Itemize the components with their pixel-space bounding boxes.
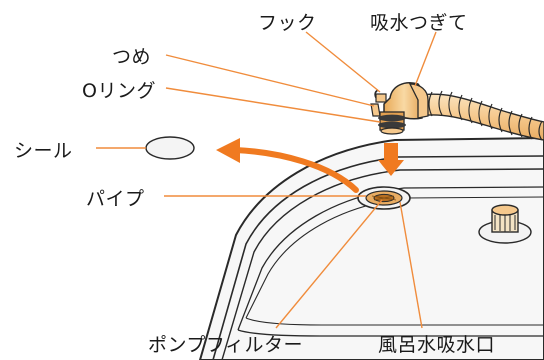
- bath-intake-port: [357, 186, 411, 210]
- leader-o-ring: [165, 87, 381, 123]
- label-o-ring: Oリング: [82, 80, 156, 102]
- label-pipe: パイプ: [86, 188, 145, 210]
- removal-arrow: [216, 138, 359, 193]
- label-hook: フック: [258, 12, 317, 34]
- seal-shape: [145, 136, 195, 160]
- drain-cap: [478, 204, 532, 244]
- label-intake-joint: 吸水つぎて: [370, 12, 468, 34]
- insert-arrow: [378, 143, 404, 176]
- intake-hose: [414, 90, 544, 141]
- label-seal: シール: [14, 140, 73, 162]
- leader-lines: [96, 31, 437, 329]
- leader-pump-filter: [275, 199, 383, 329]
- label-pump-filter: ポンプフィルター: [148, 334, 304, 356]
- leader-intake-joint: [414, 31, 437, 87]
- label-bath-intake: 風呂水吸水口: [378, 334, 496, 356]
- label-claw: つめ: [112, 46, 152, 68]
- machine-top: [198, 136, 544, 360]
- leader-hook: [305, 31, 381, 93]
- leader-claw: [165, 54, 375, 107]
- intake-joint-shape: [370, 82, 429, 135]
- leader-bath-intake: [399, 201, 423, 329]
